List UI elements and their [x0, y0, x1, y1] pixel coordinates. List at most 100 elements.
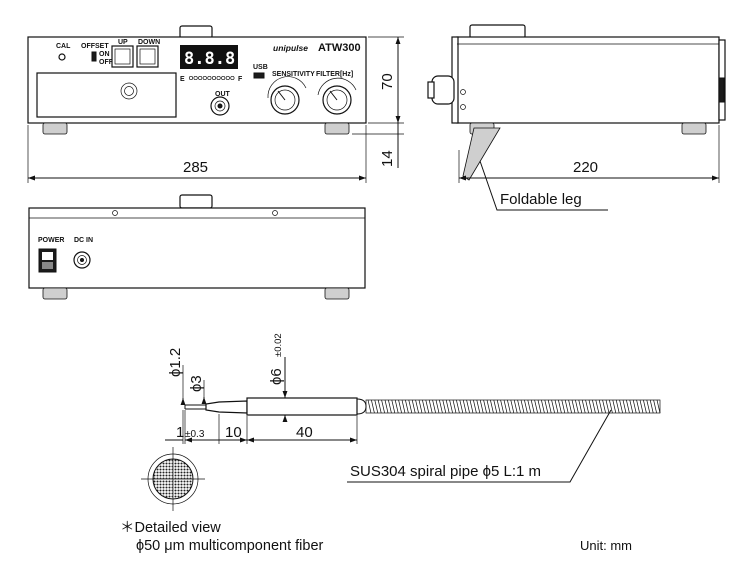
spiral-wind — [561, 399, 566, 414]
spiral-wind — [517, 399, 521, 414]
cal-label: CAL — [56, 43, 71, 50]
side-case — [456, 36, 720, 124]
spiral-wind — [558, 399, 562, 414]
model-name: ATW300 — [318, 42, 361, 54]
detail-description: ϕ50 μm multicomponent fiber — [136, 538, 324, 554]
probe-body — [246, 397, 358, 416]
len-40: 40 — [296, 424, 313, 441]
spiral-wind — [422, 399, 426, 414]
spiral-wind — [469, 399, 474, 414]
panel-screw — [120, 82, 138, 100]
spiral-wind — [646, 399, 651, 414]
dc-in-label: DC IN — [74, 237, 93, 244]
spiral-wind — [510, 399, 515, 414]
spiral-wind — [581, 399, 586, 414]
spiral-wind — [537, 399, 542, 414]
led-dot — [198, 75, 203, 81]
spiral-wind — [629, 399, 634, 414]
spiral-wind — [534, 399, 538, 414]
front-view: CAL OFFSET ON OFF UP DOWN 8.8.8.8 E F OU… — [27, 25, 367, 135]
spiral-wind — [452, 399, 457, 414]
spiral-wind — [486, 399, 491, 414]
width-value: 285 — [183, 159, 208, 176]
spiral-wind — [459, 399, 464, 414]
spiral-wind — [585, 399, 589, 414]
spiral-wind — [439, 399, 443, 414]
dia-6-tolerance: ±0.02 — [273, 333, 284, 357]
spiral-wind — [530, 399, 535, 414]
power-label: POWER — [38, 237, 64, 244]
offset-label: OFFSET — [81, 43, 109, 50]
foot — [324, 122, 350, 135]
spiral-wind — [551, 399, 555, 414]
spiral-wind — [408, 399, 413, 414]
spiral-wind — [612, 399, 617, 414]
knob-side — [431, 75, 455, 105]
usb-port[interactable] — [253, 72, 265, 79]
led-dot — [216, 75, 221, 81]
spiral-wind — [643, 399, 647, 414]
up-button[interactable] — [111, 45, 134, 68]
side-view — [427, 24, 726, 181]
spiral-wind — [527, 399, 532, 414]
spiral-wind — [473, 399, 477, 414]
sensitivity-label: SENSITIVITY — [272, 71, 315, 78]
spiral-wind — [466, 399, 470, 414]
spiral-wind — [435, 399, 440, 414]
offset-switch[interactable] — [91, 51, 97, 62]
spiral-wind — [564, 399, 569, 414]
led-dot — [202, 75, 207, 81]
unit-note: Unit: mm — [580, 538, 632, 553]
spiral-wind — [479, 399, 484, 414]
foldable-leg — [462, 127, 501, 181]
digital-display — [180, 45, 238, 69]
spiral-wind — [371, 399, 375, 414]
cal-trimmer[interactable] — [58, 53, 66, 61]
rear-case — [28, 207, 366, 289]
spiral-wind — [391, 399, 396, 414]
led-bargraph — [188, 75, 235, 81]
dia-1-2: ϕ1.2 — [167, 348, 184, 377]
spiral-wind — [381, 399, 385, 414]
spiral-wind — [415, 399, 419, 414]
filter-label: FILTER[Hz] — [316, 71, 353, 78]
spiral-wind — [445, 399, 450, 414]
spiral-wind — [632, 399, 637, 414]
spiral-wind — [605, 399, 610, 414]
spiral-pipe-label: SUS304 spiral pipe ϕ5 L:1 m — [350, 463, 541, 480]
up-label: UP — [118, 39, 128, 46]
down-button[interactable] — [136, 45, 159, 68]
rear-view: POWER DC IN — [28, 194, 366, 300]
spiral-wind — [578, 399, 583, 414]
spiral-wind — [425, 399, 430, 414]
spiral-wind — [476, 399, 481, 414]
spiral-wind — [544, 399, 549, 414]
spiral-wind — [592, 399, 596, 414]
top-handle — [179, 25, 213, 39]
probe-taper — [205, 400, 248, 414]
side-foot — [681, 122, 707, 135]
spiral-wind — [442, 399, 447, 414]
foot — [42, 122, 68, 135]
offset-on-label: ON — [99, 51, 110, 58]
spiral-wind — [398, 399, 402, 414]
display-digits: 8.8.8.8 — [184, 49, 256, 69]
spiral-pipe-outline — [365, 399, 661, 414]
spiral-wind — [547, 399, 552, 414]
spiral-pipe-leader — [347, 409, 612, 483]
spiral-wind — [449, 399, 453, 414]
spiral-wind — [639, 399, 644, 414]
spiral-wind — [377, 399, 382, 414]
spiral-wind — [649, 399, 654, 414]
led-dot — [211, 75, 217, 81]
led-dot — [225, 75, 230, 81]
spiral-wind — [588, 399, 593, 414]
spiral-wind — [615, 399, 620, 414]
spiral-wind — [571, 399, 576, 414]
spiral-wind — [401, 399, 406, 414]
down-label: DOWN — [138, 39, 160, 46]
spiral-wind — [496, 399, 501, 414]
leg-value: 14 — [379, 150, 396, 167]
rear-foot — [324, 287, 350, 300]
